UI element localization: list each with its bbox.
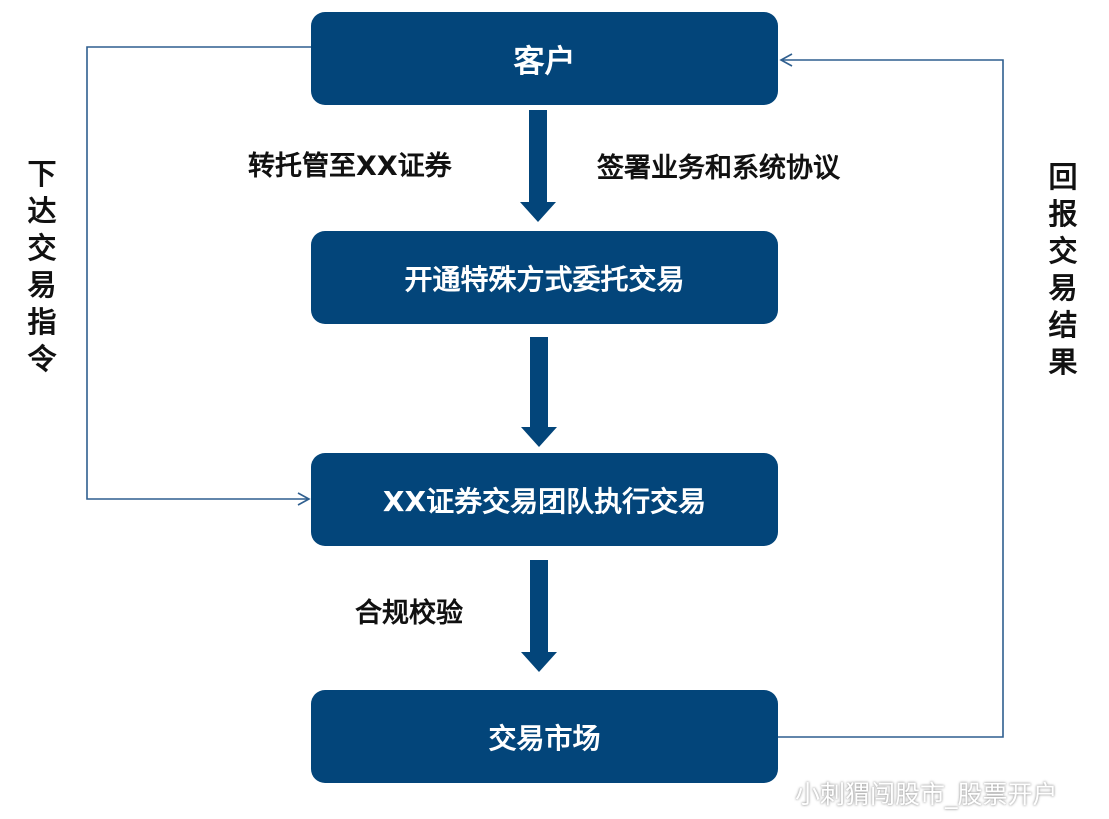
label-sign: 签署业务和系统协议 bbox=[597, 153, 840, 184]
node-market-label: 交易市场 bbox=[488, 721, 601, 755]
report-result-line bbox=[778, 53, 1004, 738]
node-team-execute-label: XX证券交易团队执行交易 bbox=[382, 484, 707, 518]
label-transfer: 转托管至XX证券 bbox=[248, 151, 452, 182]
down-arrow-2 bbox=[521, 337, 557, 447]
down-arrow-3 bbox=[521, 560, 557, 672]
down-arrow-1 bbox=[520, 110, 556, 222]
node-market: 交易市场 bbox=[311, 690, 778, 783]
node-open-special: 开通特殊方式委托交易 bbox=[311, 231, 778, 324]
label-issue-order: 下达交易指令 bbox=[27, 157, 57, 376]
node-open-special-label: 开通特殊方式委托交易 bbox=[404, 262, 685, 296]
node-client: 客户 bbox=[311, 12, 778, 105]
node-team-execute: XX证券交易团队执行交易 bbox=[311, 453, 778, 546]
issue-order-line bbox=[86, 46, 311, 506]
node-client-label: 客户 bbox=[513, 44, 576, 80]
label-report-result: 回报交易结果 bbox=[1048, 160, 1078, 379]
label-compliance: 合规校验 bbox=[355, 598, 463, 629]
watermark: 小刺猬闯股市_股票开户 bbox=[795, 780, 1058, 809]
